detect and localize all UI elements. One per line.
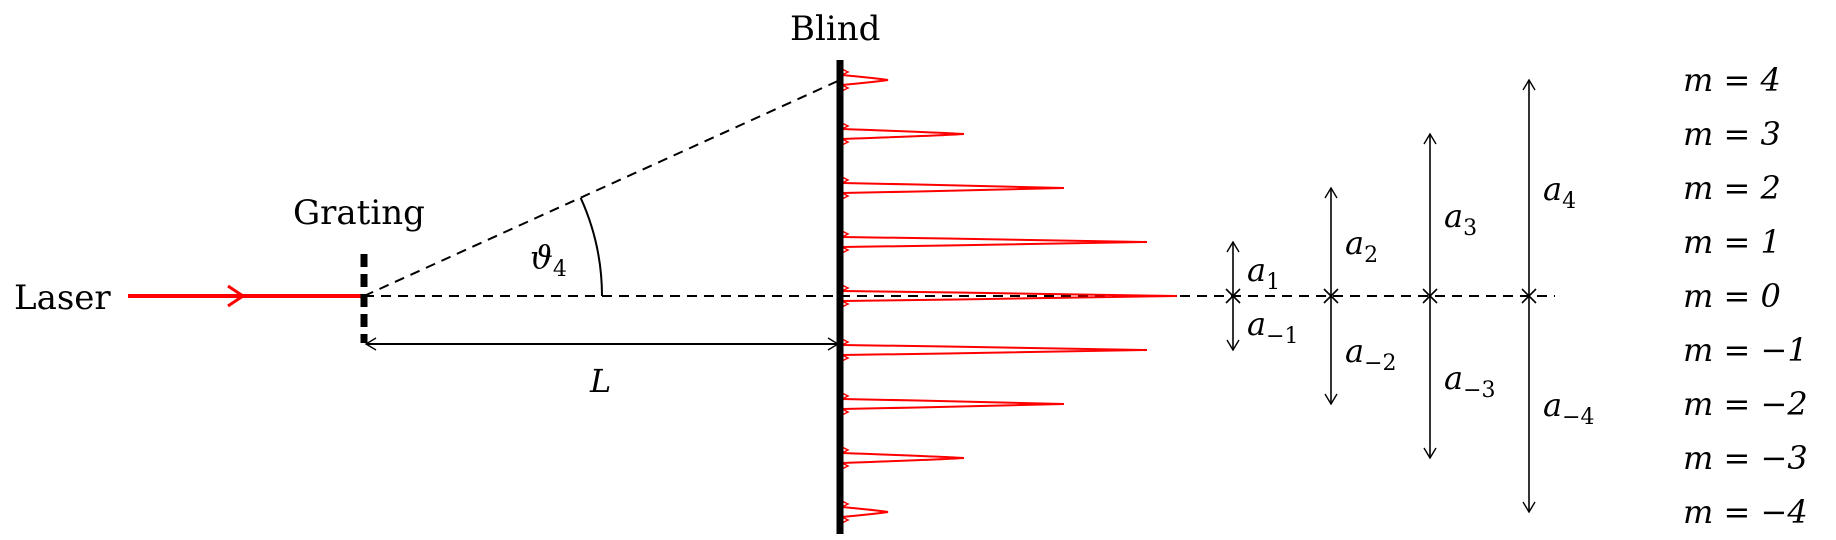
diffracted-ray-m4 (363, 79, 841, 297)
angle-arc (579, 197, 603, 297)
secondary-maxima-5 (841, 338, 850, 362)
axis-cross-3 (1422, 288, 1438, 304)
order-label-0: m = 4 (1683, 61, 1781, 99)
order-label-7: m = −3 (1683, 439, 1808, 477)
axis-cross-1 (1225, 288, 1241, 304)
distance-label-a−4: a−4 (1543, 386, 1595, 430)
order-label-6: m = −2 (1683, 385, 1808, 423)
distance-label-a1: a1 (1247, 251, 1280, 295)
intensity-peak-1 (841, 128, 965, 140)
secondary-maxima-1 (841, 122, 850, 146)
intensity-peak-3 (841, 236, 1148, 248)
order-labels: m = 4 m = 3 m = 2 m = 1 m = 0 m = −1 m = −2 m =… (1683, 61, 1808, 531)
secondary-maxima-3 (841, 230, 850, 254)
order-label-4: m = 0 (1683, 277, 1781, 315)
secondary-maxima-8 (841, 500, 850, 524)
order-label-2: m = 2 (1683, 169, 1781, 207)
distance-label-a−3: a−3 (1444, 359, 1496, 403)
angle-label: ϑ4 (530, 238, 567, 282)
order-label-1: m = 3 (1683, 115, 1781, 153)
intensity-pattern (841, 68, 1178, 524)
laser-label: Laser (14, 278, 111, 318)
intensity-peak-8 (841, 506, 889, 518)
order-label-8: m = −4 (1683, 493, 1808, 531)
intensity-peak-0 (841, 74, 889, 86)
intensity-peak-5 (841, 344, 1148, 356)
intensity-peak-2 (841, 182, 1065, 194)
distance-label-a3: a3 (1444, 197, 1477, 241)
distance-label-a4: a4 (1543, 170, 1576, 214)
grating-label: Grating (293, 193, 425, 233)
secondary-maxima-0 (841, 68, 850, 92)
distance-label: L (589, 362, 611, 400)
distance-label-a2: a2 (1345, 224, 1378, 268)
blind-label: Blind (790, 9, 880, 49)
distance-label-a−2: a−2 (1345, 332, 1397, 376)
secondary-maxima-4 (841, 284, 850, 308)
secondary-maxima-2 (841, 176, 850, 200)
secondary-maxima-6 (841, 392, 850, 416)
intensity-peak-6 (841, 398, 1065, 410)
intensity-peak-4 (841, 290, 1178, 302)
secondary-maxima-7 (841, 446, 850, 470)
distance-label-a−1: a−1 (1247, 305, 1299, 349)
intensity-peak-7 (841, 452, 965, 464)
axis-cross-2 (1323, 288, 1339, 304)
order-label-3: m = 1 (1683, 223, 1781, 261)
axis-cross-4 (1521, 288, 1537, 304)
order-label-5: m = −1 (1683, 331, 1808, 369)
laser-beam-arrow-icon (227, 284, 246, 308)
